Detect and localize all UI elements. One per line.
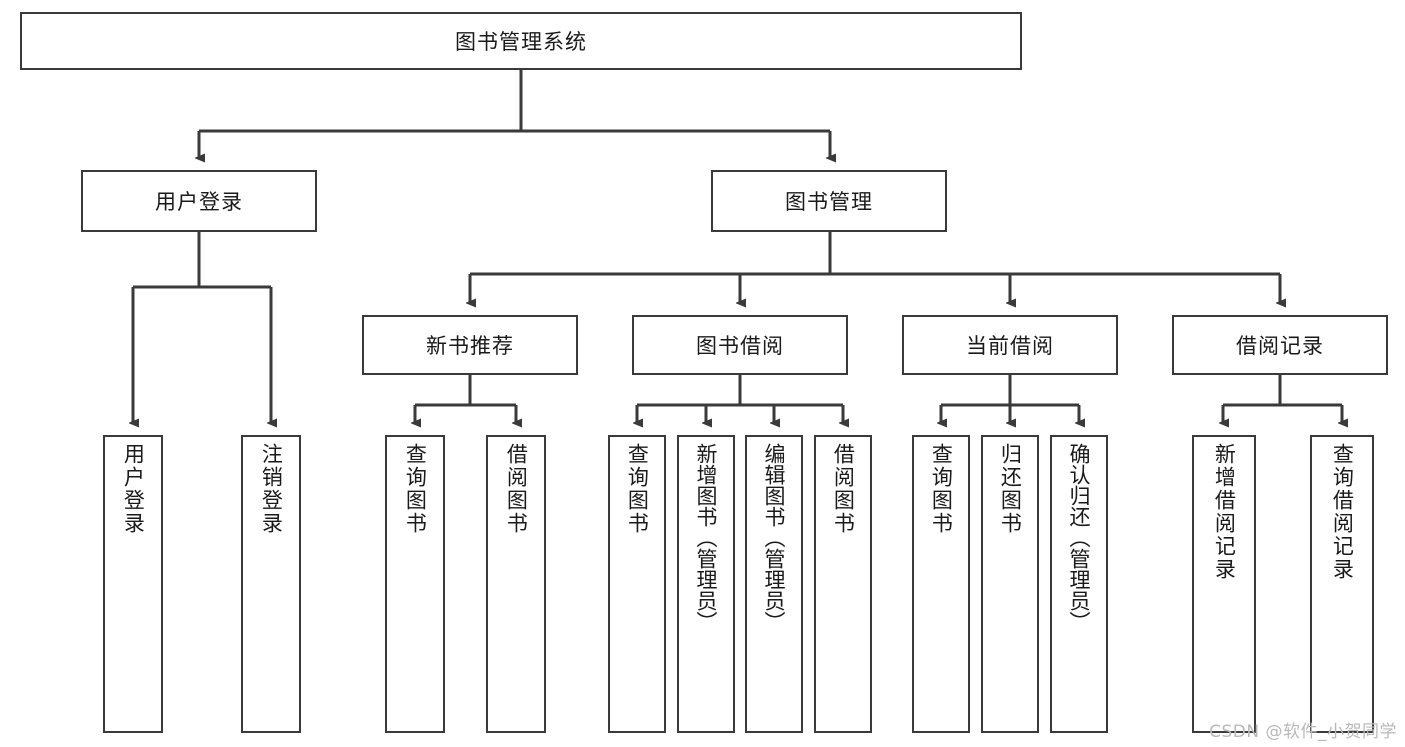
node-label: 查询借阅记录 — [1330, 443, 1355, 581]
node-leaf-query-book-recommend[interactable]: 查询图书 — [385, 435, 445, 733]
node-label: 借阅记录 — [1236, 334, 1324, 358]
node-label: 借阅图书 — [504, 443, 529, 535]
node-label: 借阅图书 — [831, 443, 856, 535]
node-label: 图书管理 — [785, 190, 873, 214]
node-leaf-add-book-admin[interactable]: 新增图书（管理员） — [677, 435, 735, 733]
node-leaf-add-borrow-record[interactable]: 新增借阅记录 — [1192, 435, 1256, 733]
node-borrow-record[interactable]: 借阅记录 — [1172, 315, 1388, 375]
node-label: 注销登录 — [259, 443, 284, 535]
node-new-book-recommend[interactable]: 新书推荐 — [362, 315, 578, 375]
node-leaf-return-book[interactable]: 归还图书 — [981, 435, 1039, 733]
node-label: 查询图书 — [403, 443, 428, 535]
node-label: 确认归还（管理员） — [1067, 443, 1092, 632]
node-leaf-logout[interactable]: 注销登录 — [241, 435, 301, 733]
node-leaf-borrow-book-recommend[interactable]: 借阅图书 — [486, 435, 546, 733]
node-label: 当前借阅 — [966, 334, 1054, 358]
node-current-borrow[interactable]: 当前借阅 — [902, 315, 1118, 375]
node-leaf-confirm-return-admin[interactable]: 确认归还（管理员） — [1050, 435, 1108, 733]
node-label: 新增图书（管理员） — [694, 443, 719, 632]
watermark: CSDN @软件_小贺同学 — [1209, 722, 1397, 742]
node-label: 用户登录 — [121, 443, 146, 535]
node-label: 归还图书 — [998, 443, 1023, 535]
node-label: 图书借阅 — [696, 334, 784, 358]
node-leaf-edit-book-admin[interactable]: 编辑图书（管理员） — [745, 435, 803, 733]
node-leaf-user-login[interactable]: 用户登录 — [103, 435, 163, 733]
node-book-borrow[interactable]: 图书借阅 — [632, 315, 848, 375]
node-root-book-management-system[interactable]: 图书管理系统 — [20, 12, 1022, 70]
node-label: 用户登录 — [155, 190, 243, 214]
node-label: 查询图书 — [625, 443, 650, 535]
node-leaf-query-book[interactable]: 查询图书 — [608, 435, 666, 733]
node-leaf-borrow-book[interactable]: 借阅图书 — [814, 435, 872, 733]
node-label: 查询图书 — [929, 443, 954, 535]
node-leaf-query-book-current[interactable]: 查询图书 — [912, 435, 970, 733]
node-label: 图书管理系统 — [455, 30, 587, 54]
node-user-login[interactable]: 用户登录 — [81, 170, 317, 232]
node-label: 新增借阅记录 — [1212, 443, 1237, 581]
node-label: 编辑图书（管理员） — [762, 443, 787, 632]
node-book-management[interactable]: 图书管理 — [711, 170, 947, 232]
node-label: 新书推荐 — [426, 334, 514, 358]
node-leaf-query-borrow-record[interactable]: 查询借阅记录 — [1310, 435, 1374, 733]
